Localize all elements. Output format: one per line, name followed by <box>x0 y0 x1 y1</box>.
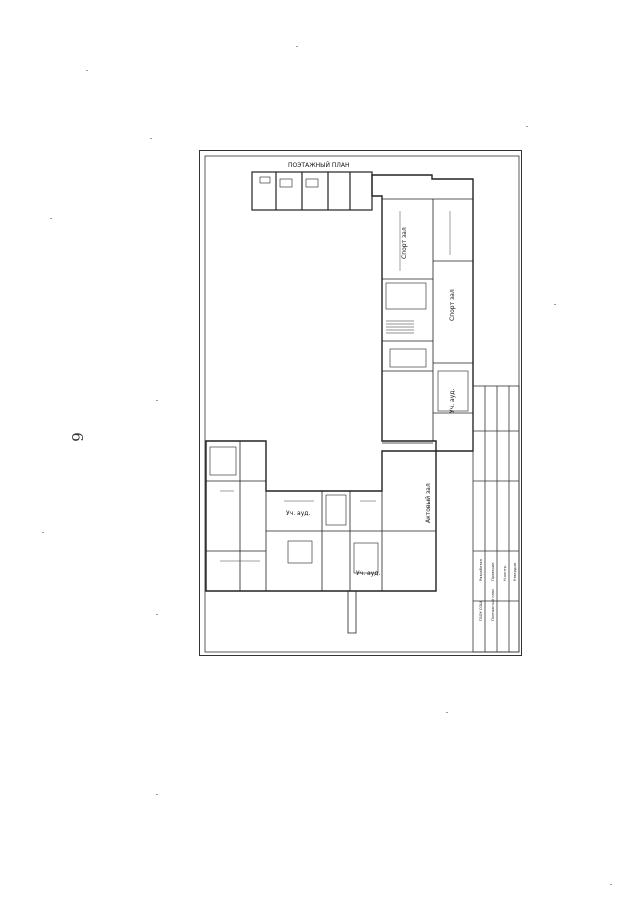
room-label: Уч. ауд. <box>449 389 456 413</box>
top-wing <box>251 171 373 211</box>
scan-speck <box>150 138 152 139</box>
title-block-text: ГБОУ СОШ <box>479 601 483 621</box>
scan-speck <box>296 46 298 47</box>
room-label: Уч. ауд. <box>286 510 310 517</box>
title-block-text: Н.контр. <box>503 565 507 581</box>
room-label: Спорт зал <box>401 227 408 259</box>
title-block-text: Проверил <box>491 563 495 581</box>
title-block-text: Утвердил <box>513 563 517 581</box>
title-block-text: Поэтажный план <box>491 588 495 621</box>
scan-speck <box>446 712 448 713</box>
plan-details <box>220 211 451 562</box>
scan-speck <box>156 614 158 615</box>
floor-plan-sheet: ПОЭТАЖНЫЙ ПЛАН <box>199 150 522 656</box>
floor-plan-drawing: ПОЭТАЖНЫЙ ПЛАН <box>204 155 520 653</box>
scan-speck <box>156 794 158 795</box>
scan-speck <box>42 532 44 533</box>
title-block <box>472 385 520 653</box>
plan-title: ПОЭТАЖНЫЙ ПЛАН <box>288 162 350 169</box>
title-block-text: Разработал <box>479 559 483 581</box>
scan-speck <box>554 304 556 305</box>
scan-speck <box>50 218 52 219</box>
scan-speck <box>86 70 88 71</box>
scan-speck <box>156 400 158 401</box>
room-label: Спорт зал <box>449 289 456 321</box>
room-label: Уч. ауд. <box>356 570 380 577</box>
scan-speck <box>526 126 528 127</box>
page-number: 6 <box>67 432 86 442</box>
right-wing <box>371 174 474 452</box>
left-wing <box>205 440 437 634</box>
room-label: Актовый зал <box>425 483 432 523</box>
scan-speck <box>610 884 612 885</box>
